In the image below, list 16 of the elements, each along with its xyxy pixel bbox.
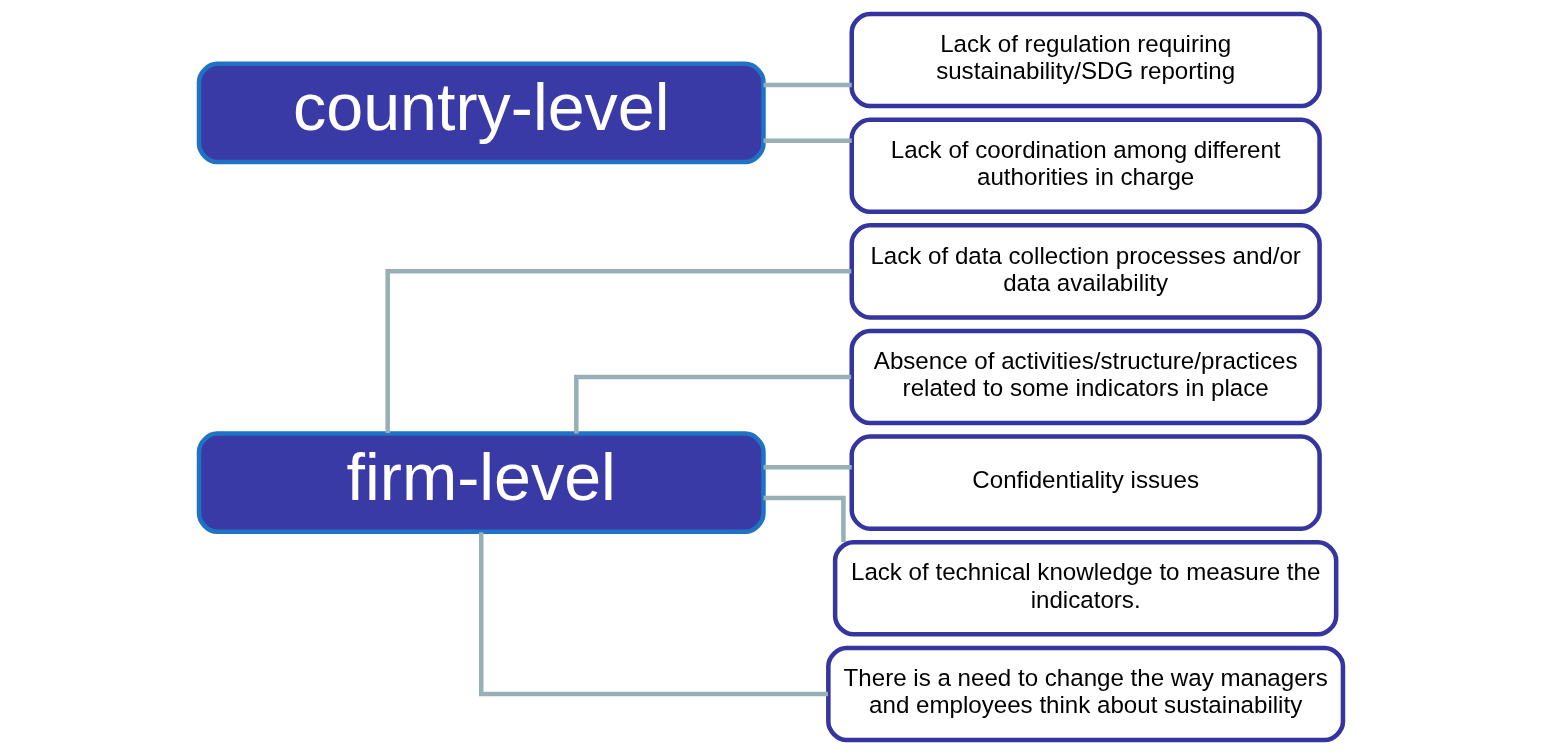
node-box: country-level — [196, 61, 766, 165]
connector — [478, 532, 828, 697]
connector — [763, 495, 846, 543]
node-box: Lack of technical knowledge to measure the indicators. — [832, 540, 1338, 637]
node-box: There is a need to change the way managers and employees think about sustainability — [825, 645, 1345, 743]
node-box: Lack of coordination among different authorities in charge — [848, 117, 1322, 214]
node-box: Absence of activities/structure/practices related to some indicators in place — [848, 328, 1322, 426]
node-box: Lack of data collection processes and/or data availability — [848, 223, 1322, 320]
connector — [763, 82, 852, 88]
node-box: Lack of regulation requiring sustainability/SDG reporting — [848, 11, 1322, 109]
node-box: firm-level — [196, 431, 766, 534]
connector — [763, 465, 852, 470]
node-box: Confidentiality issues — [848, 434, 1322, 531]
connector — [763, 138, 852, 144]
connector — [573, 374, 851, 434]
connector — [384, 269, 851, 434]
